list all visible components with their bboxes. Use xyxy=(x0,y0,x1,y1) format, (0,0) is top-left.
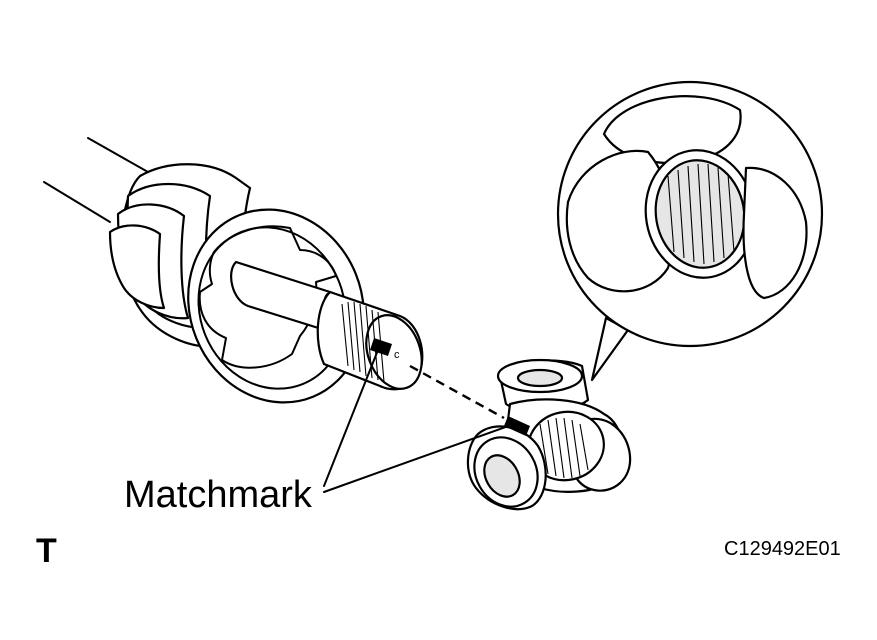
matchmark-leader-lines xyxy=(323,349,515,493)
matchmark-label: Matchmark xyxy=(124,474,312,516)
view-letter: T xyxy=(36,532,57,570)
tripod-joint-illustration xyxy=(466,358,632,511)
alignment-dashed-line xyxy=(409,364,505,420)
svg-text:c: c xyxy=(394,349,400,361)
drive-shaft-illustration: c xyxy=(43,137,424,404)
figure-id: C129492E01 xyxy=(724,538,841,560)
spline-detail-magnifier xyxy=(556,80,824,382)
